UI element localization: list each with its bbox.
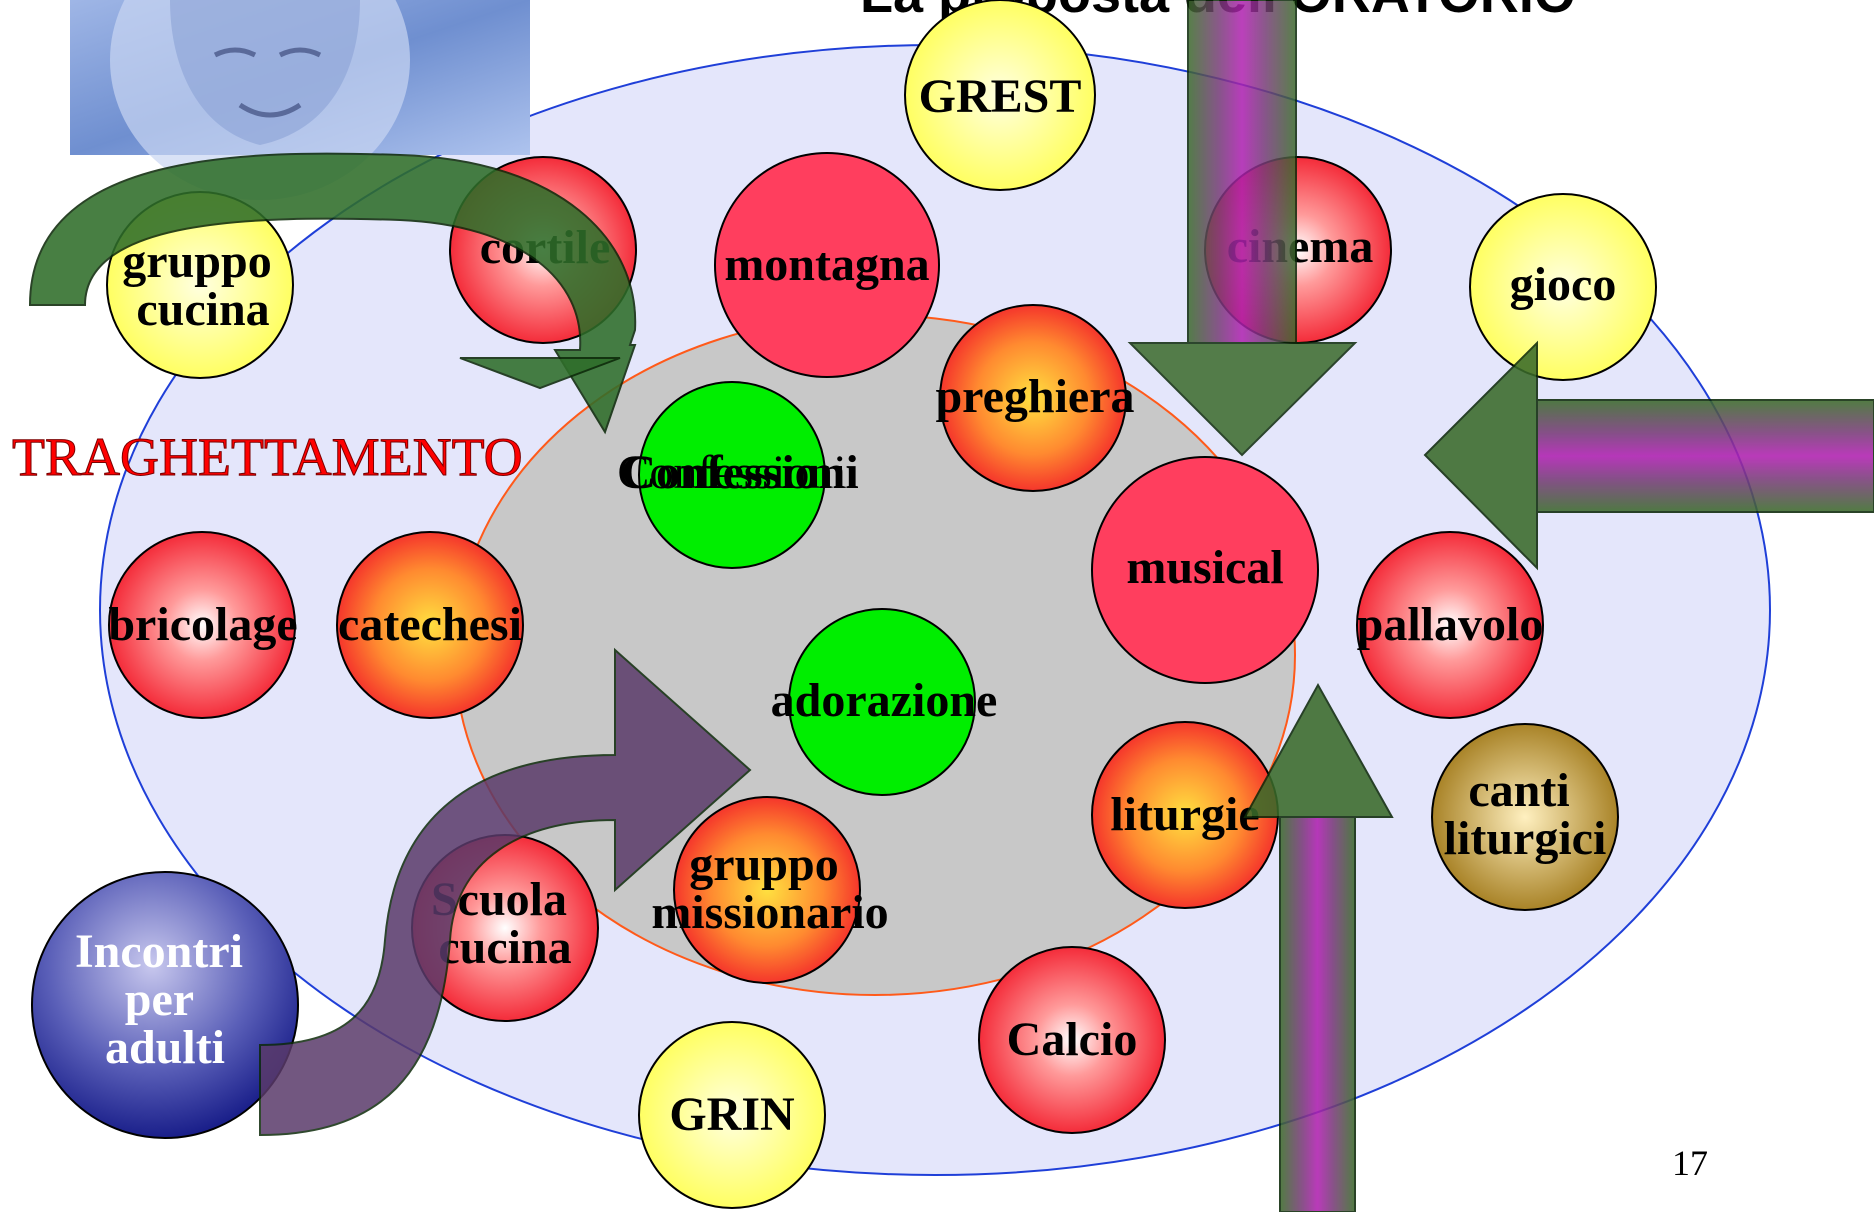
traghettamento-label: TRAGHETTAMENTO (12, 427, 523, 487)
label-canti-liturgici: canti liturgici (1444, 764, 1607, 865)
circle-gioco (1469, 193, 1657, 381)
label-incontri-per-adulti: Incontri per adulti (75, 925, 255, 1074)
curved-arrow-bottom-left (259, 647, 752, 1137)
label-confessioni-shadow: Confessioni (617, 446, 846, 499)
label-incontri-line2: per (125, 973, 194, 1026)
label-grin: GRIN (669, 1088, 795, 1141)
circle-catechesi (336, 531, 524, 719)
label-gruppo-missionario-line2: missionario (651, 886, 888, 939)
label-catechesi: catechesi (338, 598, 522, 651)
curved-arrow-top-left (28, 152, 637, 435)
curved-arrow-top-left-head (459, 357, 621, 390)
label-canti-liturgici-line2: liturgici (1444, 812, 1607, 865)
label-incontri-line1: Incontri (75, 925, 243, 978)
label-scuola-cucina-line2: cucina (438, 921, 571, 974)
label-preghiera: preghiera (935, 370, 1134, 423)
label-gruppo-missionario-line1: gruppo (689, 838, 838, 891)
label-gioco: gioco (1510, 258, 1617, 311)
circle-calcio (978, 946, 1166, 1134)
label-liturgie: liturgie (1110, 788, 1259, 841)
portrait-image (70, 0, 530, 200)
arrow-down-top (1127, 0, 1358, 457)
label-pallavolo: pallavolo (1357, 598, 1544, 651)
circle-gruppo-missionario (673, 796, 861, 984)
arrow-left-right (1423, 340, 1874, 571)
label-grest: GREST (919, 70, 1082, 123)
circle-grin (638, 1021, 826, 1209)
label-bricolage: bricolage (108, 598, 297, 651)
circle-preghiera (939, 304, 1127, 492)
circle-musical (1091, 456, 1319, 684)
circle-canti-liturgici (1431, 723, 1619, 911)
label-adorazione: adorazione (771, 674, 998, 727)
arrow-up-bottom (1243, 682, 1394, 1212)
circle-confessioni (638, 381, 826, 569)
label-gruppo-missionario: gruppo missionario (651, 838, 888, 939)
label-confessioni: Confessioni (621, 446, 858, 499)
label-incontri-line3: adulti (105, 1021, 225, 1074)
page-number: 17 (1672, 1143, 1708, 1183)
circle-incontri-per-adulti (31, 871, 299, 1139)
circle-grest (904, 0, 1096, 191)
circle-bricolage (108, 531, 296, 719)
label-gruppo-cucina-line1: gruppo (122, 235, 271, 288)
circle-adorazione (788, 608, 976, 796)
circle-montagna (714, 152, 940, 378)
label-canti-liturgici-line1: canti (1468, 764, 1569, 817)
label-calcio: Calcio (1007, 1013, 1138, 1066)
label-gruppo-cucina: gruppo cucina (122, 235, 283, 336)
label-montagna: montagna (724, 238, 929, 291)
label-gruppo-cucina-line2: cucina (136, 283, 269, 336)
label-musical: musical (1126, 541, 1283, 594)
circle-pallavolo (1356, 531, 1544, 719)
